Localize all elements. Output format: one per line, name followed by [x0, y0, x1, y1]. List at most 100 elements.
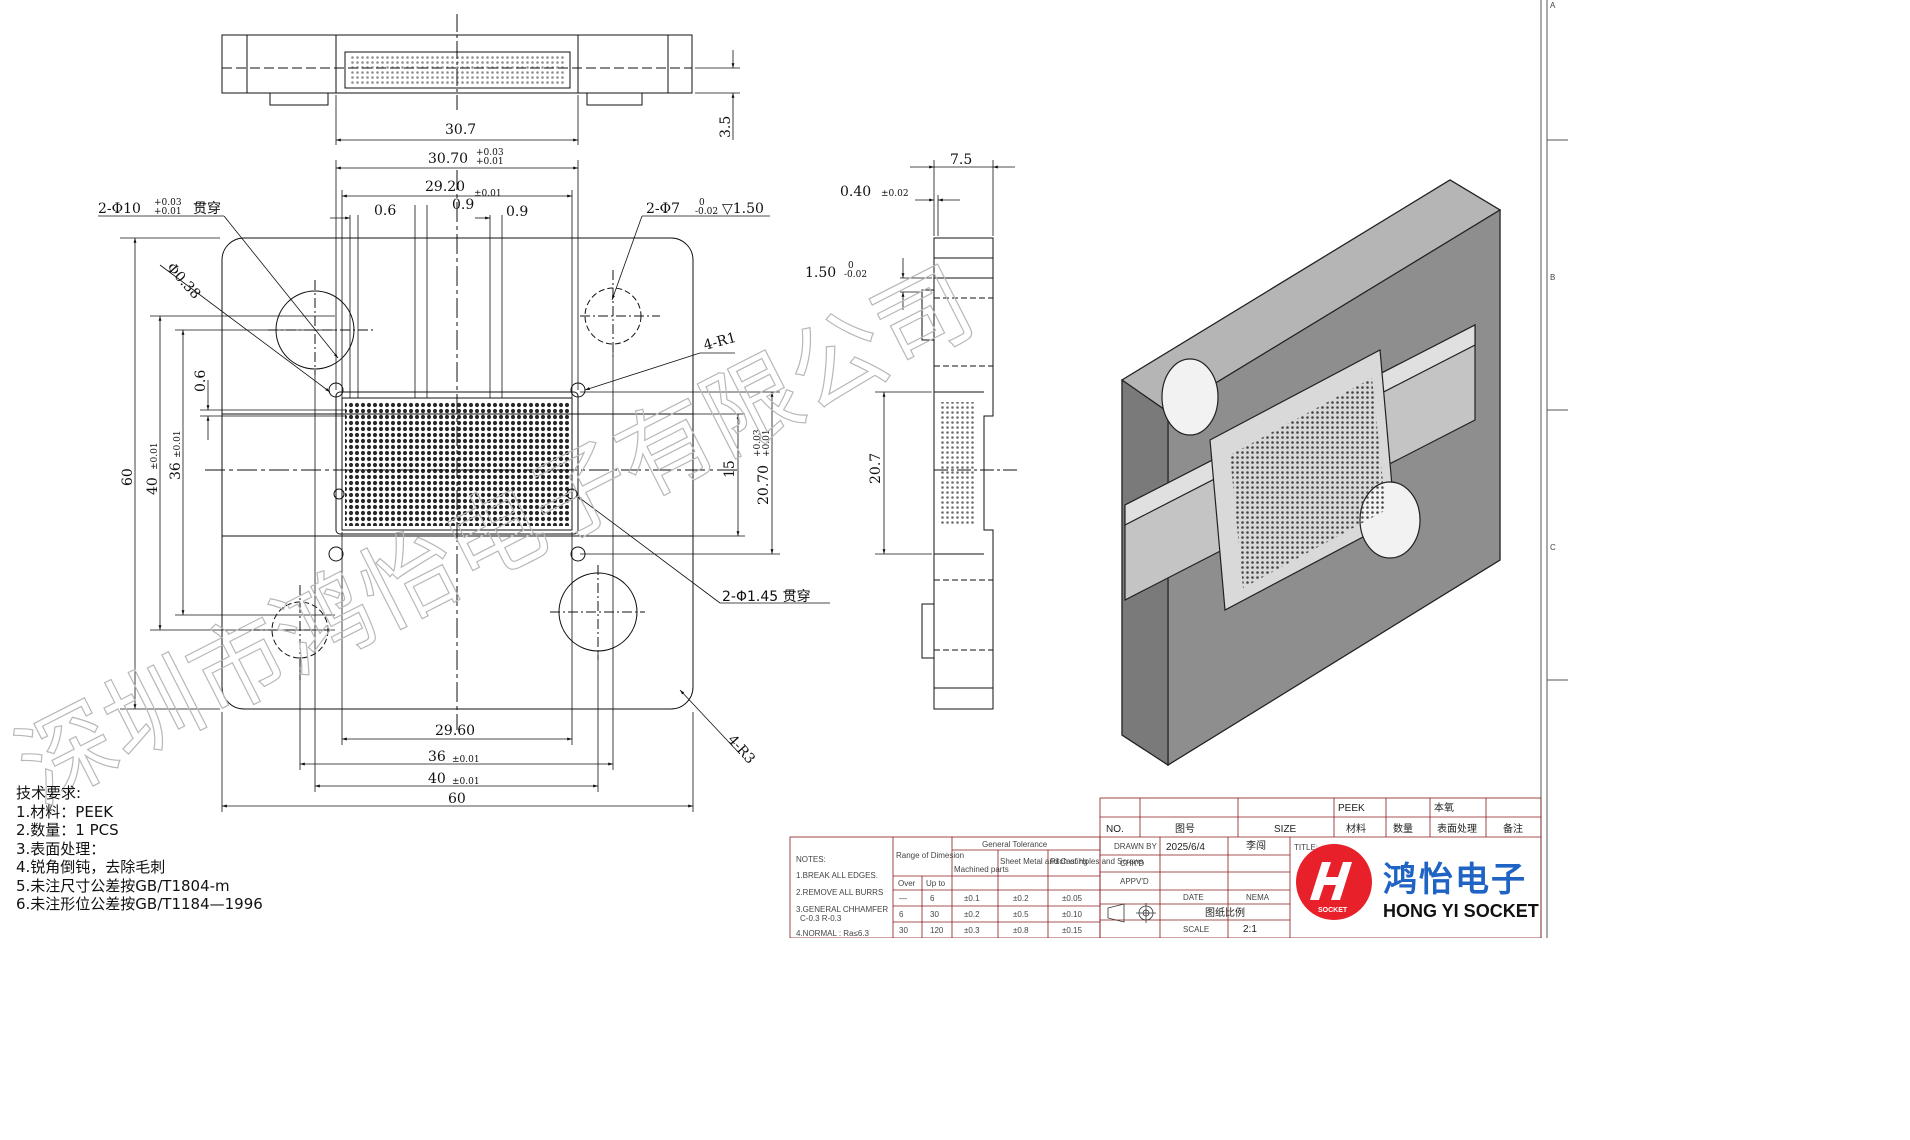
- appvd-label: APPV'D: [1120, 877, 1149, 886]
- tol-sub-upto: Up to: [926, 879, 946, 888]
- chkd-label: CHK'D: [1120, 859, 1144, 868]
- note-3: 3.GENERAL CHHAMFER: [796, 905, 888, 914]
- tol-20-70-hi: +0.03: [753, 429, 763, 457]
- logo-mark-text: SOCKET: [1318, 907, 1348, 914]
- dim-phi-0-38: Φ0.38: [163, 260, 203, 302]
- tech-req-0: 技术要求:: [16, 784, 82, 802]
- dim-0-9-b: 0.9: [506, 204, 528, 220]
- tol-cell: 120: [930, 926, 944, 935]
- side-view-pins: [940, 402, 974, 526]
- tol-cell: ±0.8: [1013, 926, 1029, 935]
- title-label: TITLE:: [1294, 843, 1318, 852]
- tech-req-2: 2.数量：1 PCS: [16, 821, 119, 839]
- note-0: NOTES:: [796, 855, 826, 864]
- tol-0-40: ±0.02: [881, 189, 909, 199]
- tol-cell: —: [899, 894, 907, 903]
- hole-10-note: 贯穿: [193, 201, 221, 217]
- tol-cell: 30: [899, 926, 908, 935]
- tol-30-70-lo: +0.01: [476, 157, 504, 167]
- dim-36-vert: 36: [168, 462, 184, 480]
- material-value: PEEK: [1338, 803, 1365, 814]
- tol-10-hi: +0.03: [154, 198, 182, 208]
- dim-0-9-a: 0.9: [452, 197, 474, 213]
- dim-36-horiz: 36: [428, 749, 446, 765]
- tol-cell: ±0.1: [964, 894, 980, 903]
- dim-0-6-vert: 0.6: [193, 370, 209, 392]
- tb-header-material: 材料: [1346, 822, 1366, 835]
- tol-7-lo: -0.02: [695, 207, 718, 217]
- border-letter-a: A: [1550, 1, 1556, 10]
- dim-30-7: 30.7: [445, 122, 476, 138]
- tol-cell: ±0.2: [964, 910, 980, 919]
- dim-20-70: 20.70: [756, 465, 772, 505]
- dim-1-50: 1.50: [805, 265, 836, 281]
- tb-header-qty: 数量: [1393, 822, 1413, 835]
- tb-header-no: NO.: [1106, 824, 1124, 835]
- scale-value: 2:1: [1243, 924, 1257, 935]
- tol-10-lo: +0.01: [154, 207, 182, 217]
- hole-7-depth: ▽1.50: [722, 201, 764, 217]
- dim-29-20: 29.20: [425, 179, 465, 195]
- dim-60-vert: 60: [120, 468, 136, 486]
- dim-60-horiz: 60: [448, 791, 466, 807]
- note-4: C-0.3 R-0.3: [800, 914, 842, 923]
- tol-sub-over: Over: [898, 879, 916, 888]
- tol-40-horiz: ±0.01: [452, 777, 480, 787]
- projection-symbol: [1107, 903, 1156, 923]
- tol-cell: ±0.3: [964, 926, 980, 935]
- tol-30-70-hi: +0.03: [476, 148, 504, 158]
- border-letter-b: B: [1550, 273, 1555, 282]
- logo-company-name: 鸿怡电子: [1383, 860, 1527, 900]
- drawn-date: 2025/6/4: [1166, 842, 1205, 853]
- top-view: [221, 14, 693, 110]
- top-view-pin-field: [350, 56, 565, 84]
- hole-1-45-label: 2-Φ1.45 贯穿: [722, 589, 811, 605]
- side-view: [921, 237, 1020, 710]
- tol-cell: 6: [930, 894, 935, 903]
- front-view-pin-field: [345, 402, 569, 526]
- tb-header-drawing-no: 图号: [1175, 823, 1195, 835]
- note-5: 4.NORMAL : Ra≤6.3: [796, 929, 870, 938]
- date-label: DATE: [1183, 893, 1204, 902]
- radius-r1: 4-R1: [702, 330, 738, 354]
- tol-40-vert: ±0.01: [150, 442, 160, 470]
- sheet-border: [1540, 0, 1568, 938]
- tb-header-finish: 表面处理: [1437, 822, 1477, 835]
- tol-36-horiz: ±0.01: [452, 755, 480, 765]
- tol-7-hi: 0: [699, 198, 705, 208]
- title-block: [789, 797, 1542, 938]
- tb-header-remarks: 备注: [1503, 822, 1523, 835]
- logo-company-sub: HONG YI SOCKET: [1383, 901, 1539, 921]
- dim-7-5: 7.5: [950, 152, 972, 168]
- tol-cell: 30: [930, 910, 939, 919]
- dim-30-70: 30.70: [428, 151, 468, 167]
- dim-20-7: 20.7: [868, 453, 884, 484]
- name-label: NEMA: [1246, 893, 1270, 902]
- finish-value: 本氧: [1434, 801, 1454, 814]
- dim-40-horiz: 40: [428, 771, 446, 787]
- note-1: 1.BREAK ALL EDGES.: [796, 871, 878, 880]
- dim-0-40: 0.40: [840, 184, 871, 200]
- tech-req-6: 6.未注形位公差按GB/T1184—1996: [16, 895, 263, 913]
- tol-cell: ±0.15: [1062, 926, 1083, 935]
- dim-3-5: 3.5: [718, 116, 734, 138]
- tol-header-sheet: Sheet Metal and Casting: [1000, 857, 1088, 866]
- tol-cell: ±0.05: [1062, 894, 1083, 903]
- tol-1-50-hi: 0: [848, 261, 854, 271]
- tb-header-size: SIZE: [1274, 824, 1297, 835]
- tech-req-1: 1.材料：PEEK: [16, 802, 114, 821]
- hole-10-label: 2-Φ10: [98, 201, 141, 217]
- border-letter-c: C: [1550, 543, 1556, 552]
- dim-15: 15: [722, 460, 738, 478]
- hole-7-label: 2-Φ7: [646, 201, 680, 217]
- tech-req-4: 4.锐角倒钝，去除毛刺: [16, 858, 166, 876]
- front-view: [205, 170, 740, 730]
- technical-requirements: 技术要求: 1.材料：PEEK 2.数量：1 PCS 3.表面处理： 4.锐角倒…: [16, 784, 263, 914]
- tol-cell: ±0.2: [1013, 894, 1029, 903]
- dim-29-60: 29.60: [435, 723, 475, 739]
- drawing-sheet: A B C 30.7 3.5: [0, 0, 1568, 938]
- tol-cell: ±0.10: [1062, 910, 1083, 919]
- tol-header-range: Range of Dimesion: [896, 851, 964, 860]
- drafter-name: 李闯: [1246, 839, 1266, 852]
